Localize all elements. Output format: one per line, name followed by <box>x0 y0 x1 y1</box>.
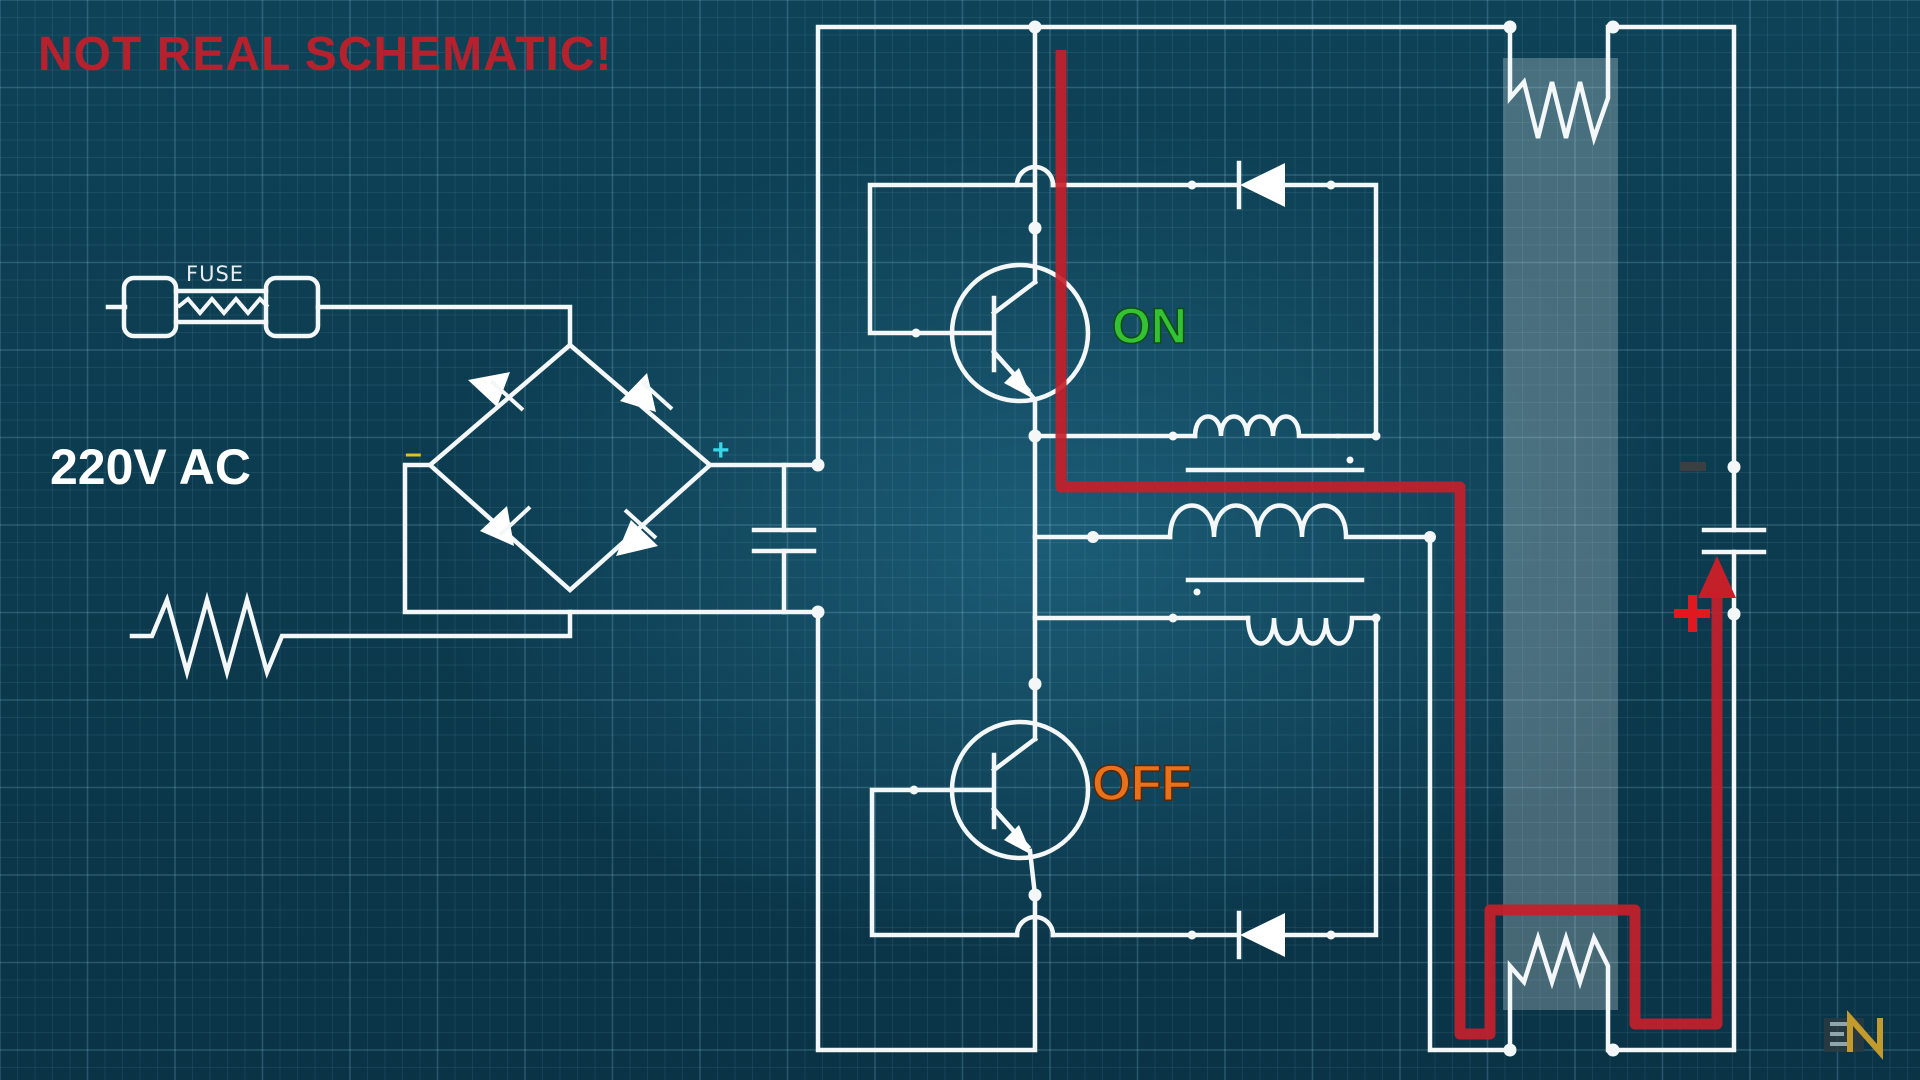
diode-icon <box>1236 910 1285 960</box>
top-rail <box>815 24 1513 468</box>
bridge-rectifier: – + <box>405 342 730 594</box>
current-arrow-icon <box>1698 556 1736 598</box>
heater-filament-icon <box>1507 930 1611 1053</box>
junction-dots <box>811 20 1741 1057</box>
heater-filament-icon <box>1507 24 1611 146</box>
bridge-minus-label: – <box>405 437 422 470</box>
bridge-plus-label: + <box>712 434 730 467</box>
fuse-label: FUSE <box>186 262 244 286</box>
diode-icon <box>480 506 514 546</box>
inductor-icon <box>1032 414 1365 473</box>
q2-base-loop <box>869 787 1020 938</box>
current-path <box>1055 50 1723 1040</box>
fuse-to-bridge-wire <box>315 304 573 348</box>
npn-transistor-icon <box>911 681 1091 898</box>
q1-feedback-wire <box>1282 182 1379 439</box>
q2-crossover <box>1014 914 1056 938</box>
right-rail-top <box>1610 24 1737 533</box>
capacitor-icon <box>1701 527 1767 555</box>
bridge-negative-wire <box>402 462 821 615</box>
bottom-rail <box>815 609 1038 1053</box>
q1-base-loop <box>867 182 1035 336</box>
q1-state-label: ON <box>1112 298 1187 354</box>
logo-icon <box>1824 1010 1883 1060</box>
q2-feedback-wire <box>1282 615 1379 938</box>
diagram-title: NOT REAL SCHEMATIC! <box>38 28 613 81</box>
transformer-icon <box>1032 503 1433 583</box>
voltage-label: 220V AC <box>50 439 251 495</box>
q2-state-label: OFF <box>1092 755 1192 811</box>
npn-transistor-icon <box>913 225 1091 404</box>
fluorescent-tube <box>1503 58 1618 1010</box>
cap-plus-mark <box>1674 595 1710 632</box>
capacitor-icon <box>751 462 817 615</box>
diode-icon <box>1236 160 1285 210</box>
q1-crossover <box>1014 164 1056 188</box>
right-rail-bottom <box>1610 549 1737 1053</box>
cap-minus-mark <box>1680 462 1706 471</box>
diode-icon <box>616 520 658 556</box>
output-wire <box>1427 534 1513 1053</box>
diode-icon <box>620 373 656 412</box>
diode-icon <box>468 372 510 407</box>
inductor-icon <box>1032 588 1379 646</box>
fuse-icon: FUSE <box>105 262 321 339</box>
resistor-icon <box>129 591 573 681</box>
